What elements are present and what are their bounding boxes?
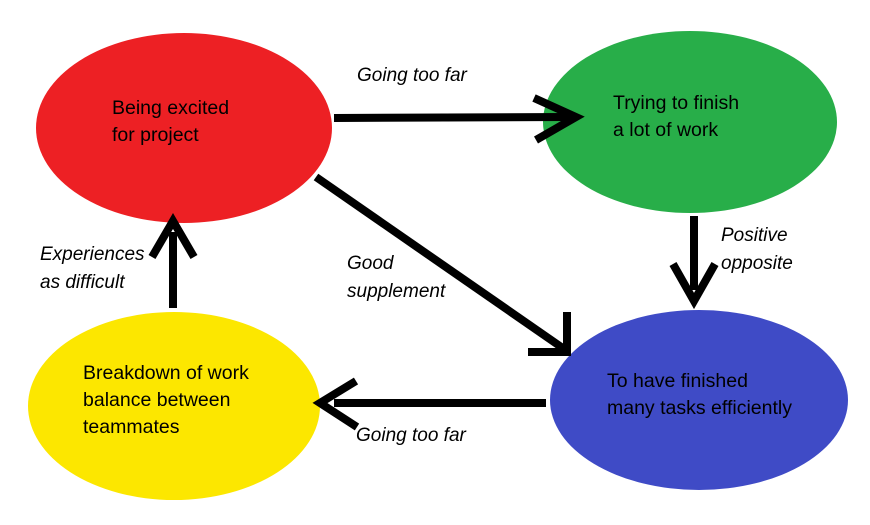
- node-ellipse-finish-work[interactable]: [543, 31, 837, 213]
- edge-arrow-finish-work-to-finished-tasks: [669, 216, 719, 310]
- node-ellipse-breakdown[interactable]: [28, 312, 320, 500]
- edge-arrow-finished-tasks-to-breakdown: [312, 377, 546, 431]
- edge-arrow-breakdown-to-excited: [148, 213, 198, 308]
- edge-arrow-excited-to-finished-tasks: [313, 173, 571, 356]
- edge-arrow-excited-to-finish-work: [333, 94, 585, 144]
- node-ellipse-finished-tasks[interactable]: [550, 310, 848, 490]
- node-ellipse-excited[interactable]: [36, 33, 332, 223]
